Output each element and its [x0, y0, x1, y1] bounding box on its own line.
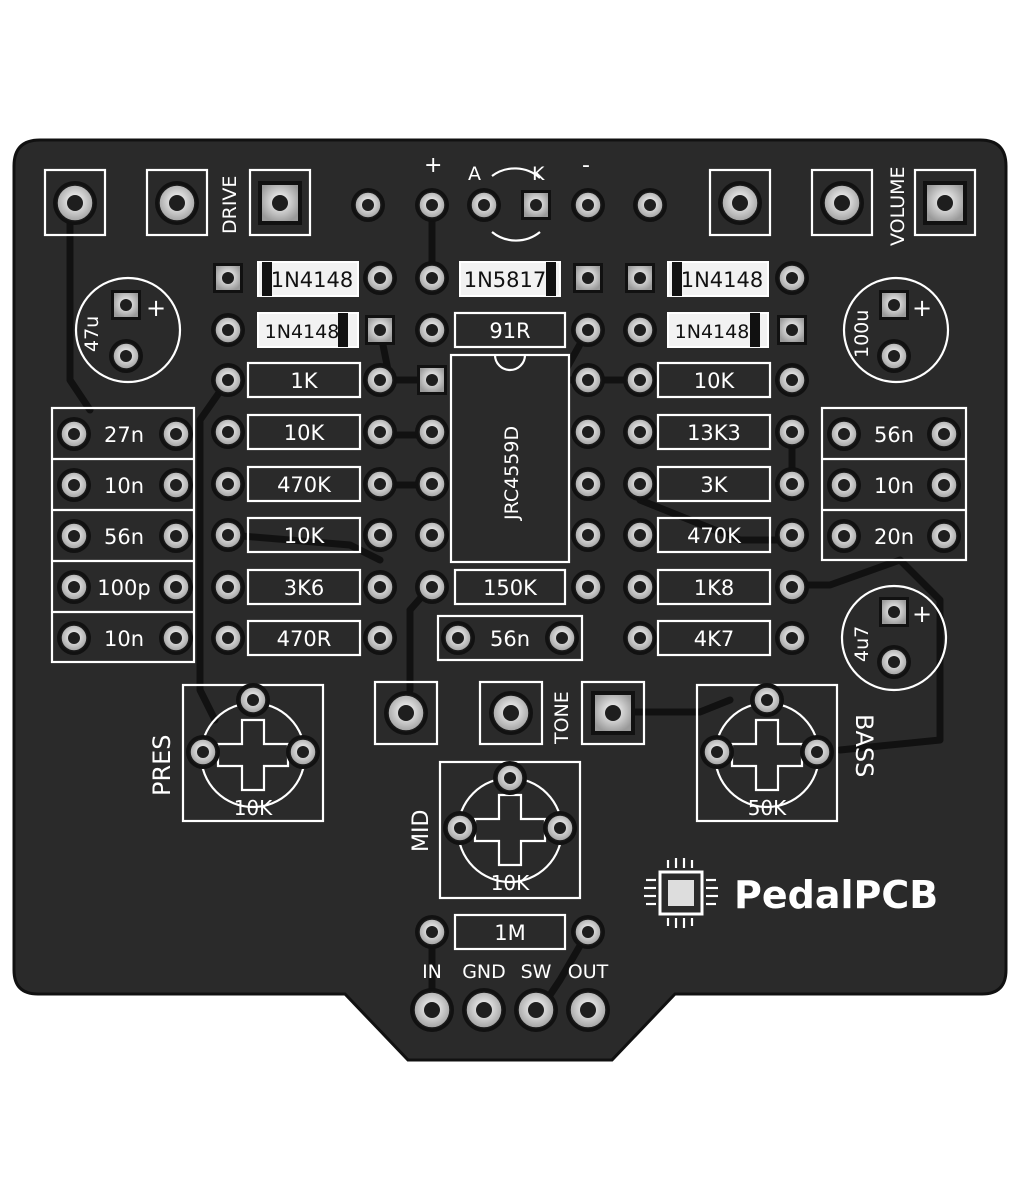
caps-left: 27n 10n 56n 100p 10n	[50, 406, 196, 664]
cap-left-4-label: 10n	[104, 627, 144, 651]
resistor-left-0: 1K	[210, 361, 398, 399]
trimpot-pres-value: 10K	[234, 796, 273, 820]
pot-header-volume: VOLUME	[708, 166, 977, 246]
led-minus-label: -	[582, 153, 590, 178]
diode-d2: 1N5817	[414, 260, 603, 297]
resistors-right: 10K 13K3 3K 470K 1K8 4K7	[622, 361, 810, 657]
trimpot-bass-label: BASS	[850, 714, 878, 777]
cap-right-0-label: 56n	[874, 423, 914, 447]
pcb-board	[12, 138, 1008, 1062]
io-gnd-label: GND	[462, 961, 506, 983]
io-header: IN GND SW OUT	[409, 961, 611, 1033]
resistor-left-4-label: 3K6	[284, 576, 325, 600]
resistor-1m-label: 1M	[494, 921, 525, 945]
resistor-left-3-label: 10K	[284, 524, 326, 548]
diode-d5: 1N4148	[622, 312, 807, 348]
cap-56n-center: 56n	[436, 614, 584, 662]
diode-d4-label: 1N4148	[265, 321, 340, 343]
trimpot-bass-value: 50K	[748, 796, 787, 820]
diode-d1-label: 1N4148	[271, 268, 354, 292]
resistor-right-5: 4K7	[622, 619, 810, 657]
resistor-left-0-label: 1K	[290, 369, 318, 393]
io-out-label: OUT	[568, 961, 609, 983]
cap-left-3-label: 100p	[97, 576, 150, 600]
volume-label: VOLUME	[887, 166, 909, 246]
diode-d2-label: 1N5817	[464, 268, 547, 292]
resistor-left-1-label: 10K	[284, 421, 326, 445]
cap-left-2-label: 56n	[104, 525, 144, 549]
brand-name: PedalPCB	[734, 873, 938, 917]
diode-d1: 1N4148	[213, 260, 398, 297]
electrolytic-100u-label: 100u	[851, 310, 873, 358]
resistor-left-1: 10K	[210, 413, 398, 451]
trimpot-mid-value: 10K	[491, 871, 530, 895]
electrolytic-4u7: + 4u7	[840, 584, 948, 692]
diode-d5-label: 1N4148	[675, 321, 750, 343]
resistor-91r-label: 91R	[489, 319, 530, 343]
resistor-right-2-label: 3K	[700, 473, 728, 497]
led-anode-label: A	[468, 163, 481, 185]
ic-label: JRC4559D	[501, 426, 523, 521]
resistors-left: 1K 10K 470K 10K 3K6 470R	[210, 361, 398, 657]
trimpot-pres-label: PRES	[148, 734, 176, 796]
resistor-right-0-label: 10K	[694, 369, 736, 393]
resistor-left-2-label: 470K	[277, 473, 332, 497]
caps-right: 56n 10n 20n	[820, 406, 968, 562]
trimpot-mid-label: MID	[409, 810, 434, 852]
resistor-left-2: 470K	[210, 465, 398, 503]
resistor-right-4: 1K8	[622, 568, 810, 606]
diode-d3-label: 1N4148	[681, 268, 764, 292]
resistor-right-2: 3K	[622, 465, 810, 503]
cap-right-1-label: 10n	[874, 474, 914, 498]
pot-header-tone: TONE	[373, 680, 646, 746]
electrolytic-4u7-plus: +	[912, 600, 932, 628]
electrolytic-100u-plus: +	[912, 294, 932, 322]
resistor-right-3: 470K	[622, 516, 810, 554]
led-header: + A K -	[350, 153, 668, 242]
resistor-left-3: 10K	[210, 516, 398, 554]
resistor-150k-label: 150K	[483, 576, 538, 600]
cap-left-1-label: 10n	[104, 474, 144, 498]
resistor-1m: 1M	[414, 913, 606, 951]
resistor-right-1-label: 13K3	[687, 421, 741, 445]
tone-label: TONE	[551, 691, 573, 745]
diode-d3: 1N4148	[625, 260, 810, 297]
electrolytic-4u7-label: 4u7	[851, 626, 873, 662]
resistor-left-5-label: 470R	[277, 627, 332, 651]
cap-left-0-label: 27n	[104, 423, 144, 447]
electrolytic-47u-plus: +	[146, 294, 166, 322]
resistor-right-4-label: 1K8	[694, 576, 735, 600]
diode-d4: 1N4148	[210, 312, 395, 348]
resistor-right-1: 13K3	[622, 413, 810, 451]
resistor-150k: 150K	[414, 568, 606, 606]
electrolytic-47u-label: 47u	[81, 316, 103, 352]
drive-label: DRIVE	[219, 176, 241, 234]
cap-56n-center-label: 56n	[490, 627, 530, 651]
resistor-left-4: 3K6	[210, 568, 398, 606]
electrolytic-47u: + 47u	[74, 276, 182, 384]
io-in-label: IN	[422, 961, 442, 983]
chip-icon	[644, 858, 718, 928]
pot-header-drive: DRIVE	[43, 168, 312, 237]
resistor-91r: 91R	[414, 311, 606, 349]
trimpot-bass: 50K BASS	[695, 682, 878, 823]
io-sw-label: SW	[521, 961, 552, 983]
trimpot-mid: 10K MID	[409, 760, 582, 900]
resistor-right-3-label: 470K	[687, 524, 742, 548]
brand-logo: PedalPCB	[644, 858, 938, 928]
electrolytic-100u: + 100u	[842, 276, 950, 384]
cap-right-2-label: 20n	[874, 525, 914, 549]
resistor-right-0: 10K	[622, 361, 810, 399]
led-plus-label: +	[424, 153, 442, 178]
resistor-right-5-label: 4K7	[694, 627, 735, 651]
ic-socket: JRC4559D	[414, 353, 606, 564]
led-cathode-label: K	[532, 163, 545, 185]
trimpot-pres: 10K PRES	[148, 682, 325, 823]
resistor-left-5: 470R	[210, 619, 398, 657]
